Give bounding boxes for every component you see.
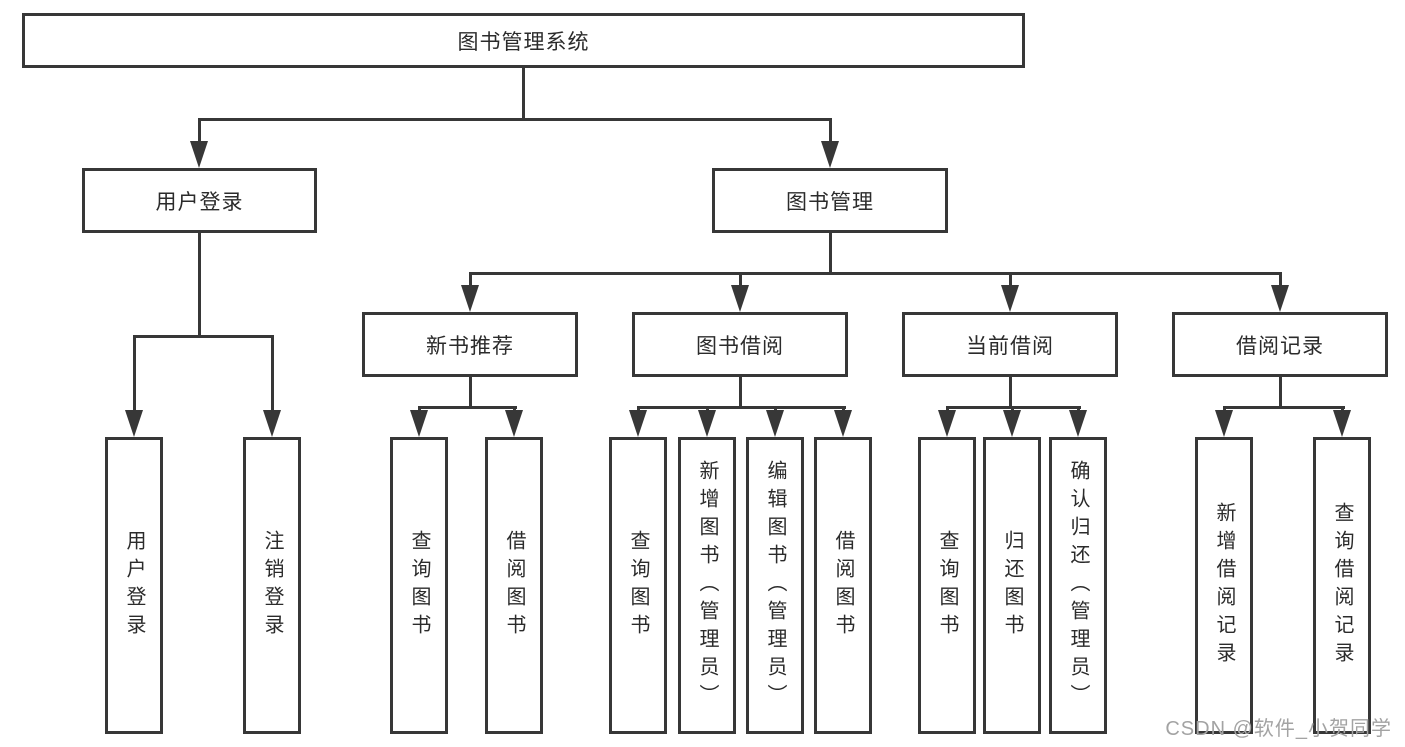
connector-line (198, 118, 201, 144)
connector-line (829, 118, 832, 144)
arrow-down-icon (190, 141, 208, 168)
leaf-borrowing-query-books: 查询图书 (609, 437, 667, 734)
connector-line (829, 233, 832, 275)
leaf-user-login: 用户登录 (105, 437, 163, 734)
connector-line (739, 272, 742, 288)
node-book-management: 图书管理 (712, 168, 948, 233)
arrow-down-icon (698, 410, 716, 437)
node-label: 确认归还（管理员） (1067, 459, 1089, 712)
leaf-logout-login: 注销登录 (243, 437, 301, 734)
node-current-borrowing: 当前借阅 (902, 312, 1118, 377)
node-label: 查询借阅记录 (1331, 501, 1353, 670)
node-label: 图书管理系统 (457, 30, 590, 54)
node-new-book-recommendation: 新书推荐 (362, 312, 578, 377)
connector-line (133, 335, 274, 338)
node-user-login: 用户登录 (82, 168, 317, 233)
arrow-down-icon (505, 410, 523, 437)
arrow-down-icon (731, 285, 749, 312)
node-library-management-system: 图书管理系统 (22, 13, 1025, 68)
connector-line (637, 406, 846, 409)
connector-line (271, 335, 274, 413)
arrow-down-icon (766, 410, 784, 437)
arrow-down-icon (1069, 410, 1087, 437)
node-label: 查询图书 (936, 529, 958, 642)
node-label: 当前借阅 (966, 334, 1054, 358)
arrow-down-icon (125, 410, 143, 437)
connector-line (1279, 272, 1282, 288)
leaf-current-return-books: 归还图书 (983, 437, 1041, 734)
connector-line (1279, 377, 1282, 408)
node-label: 借阅图书 (832, 529, 854, 642)
node-label: 编辑图书（管理员） (764, 459, 786, 712)
connector-line (469, 272, 472, 288)
connector-line (418, 406, 517, 409)
connector-line (198, 118, 832, 121)
arrow-down-icon (1333, 410, 1351, 437)
connector-line (133, 335, 136, 413)
arrow-down-icon (410, 410, 428, 437)
connector-line (1009, 377, 1012, 408)
node-label: 借阅记录 (1236, 334, 1324, 358)
node-borrowing-records: 借阅记录 (1172, 312, 1388, 377)
arrow-down-icon (629, 410, 647, 437)
leaf-newbook-query-books: 查询图书 (390, 437, 448, 734)
arrow-down-icon (834, 410, 852, 437)
leaf-records-query-borrow-record: 查询借阅记录 (1313, 437, 1371, 734)
node-book-borrowing: 图书借阅 (632, 312, 848, 377)
arrow-down-icon (1271, 285, 1289, 312)
arrow-down-icon (461, 285, 479, 312)
node-label: 图书借阅 (696, 334, 784, 358)
leaf-records-add-borrow-record: 新增借阅记录 (1195, 437, 1253, 734)
node-label: 用户登录 (155, 190, 244, 214)
node-label: 归还图书 (1001, 529, 1023, 642)
node-label: 用户登录 (123, 529, 145, 642)
leaf-newbook-borrow-books: 借阅图书 (485, 437, 543, 734)
arrow-down-icon (938, 410, 956, 437)
node-label: 图书管理 (786, 190, 874, 214)
connector-line (198, 233, 201, 335)
node-label: 查询图书 (627, 529, 649, 642)
connector-line (1009, 272, 1012, 288)
connector-line (469, 377, 472, 408)
leaf-borrowing-borrow-books: 借阅图书 (814, 437, 872, 734)
arrow-down-icon (821, 141, 839, 168)
arrow-down-icon (1215, 410, 1233, 437)
connector-line (739, 377, 742, 408)
arrow-down-icon (263, 410, 281, 437)
leaf-current-query-books: 查询图书 (918, 437, 976, 734)
node-label: 新书推荐 (426, 334, 514, 358)
connector-line (469, 272, 1282, 275)
node-label: 注销登录 (261, 529, 283, 642)
arrow-down-icon (1003, 410, 1021, 437)
connector-line (522, 68, 525, 118)
node-label: 新增图书（管理员） (696, 459, 718, 712)
leaf-borrowing-edit-books-admin: 编辑图书（管理员） (746, 437, 804, 734)
connector-line (1223, 406, 1345, 409)
node-label: 借阅图书 (503, 529, 525, 642)
arrow-down-icon (1001, 285, 1019, 312)
csdn-watermark: CSDN @软件_小贺同学 (1165, 718, 1392, 740)
leaf-borrowing-add-books-admin: 新增图书（管理员） (678, 437, 736, 734)
node-label: 新增借阅记录 (1213, 501, 1235, 670)
leaf-current-confirm-return-admin: 确认归还（管理员） (1049, 437, 1107, 734)
node-label: 查询图书 (408, 529, 430, 642)
